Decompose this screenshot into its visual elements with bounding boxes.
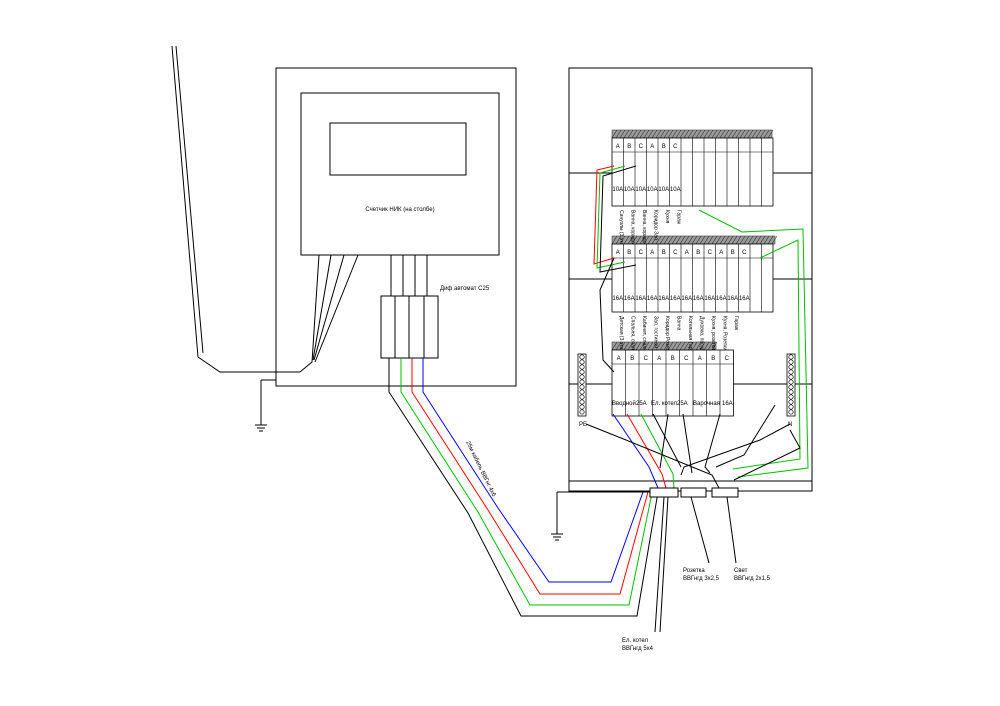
phase-label: C [639,250,644,256]
circuit-label: Зал, гостиная [652,316,658,348]
output-light-line1: Свет [734,568,748,574]
breaker-rating: 10A [658,187,669,193]
phase-label: B [662,144,666,150]
phase-label: A [617,356,621,362]
phase-label: A [616,144,620,150]
phase-label: C [742,250,747,256]
group-label-boiler: Ел. котел [651,401,678,407]
feed-cable-label: 25м кабель ВВГнг 4х6 [464,440,496,498]
output-boiler-line2: ВВГнгд 5х4 [622,646,654,652]
meter-label: Счетчик НИК (на столбе) [365,207,434,213]
output-socket-line1: Розетка [683,568,705,574]
breaker-label: Диф автомат С25 [440,286,490,292]
circuit-label: Ванна [675,316,681,331]
phase-label: A [650,144,654,150]
breaker-rating: 10A [624,187,635,193]
circuit-label: Гараж [675,210,681,225]
diff-breaker-c25 [380,255,439,359]
n-label: N [788,422,792,428]
phase-label: C [673,144,678,150]
panel-ground [551,491,650,541]
feed-cable [388,358,659,617]
breaker-rating: 16A [670,296,681,302]
phase-label: C [684,356,689,362]
phase-label: B [731,250,735,256]
phase-label: B [671,356,675,362]
breaker-rating: 16A [727,296,738,302]
circuit-label: Коридор Зал [652,210,658,240]
breaker-rating: 16A [635,296,646,302]
breaker-rating: 16A [704,296,715,302]
breaker-rating: 16A [612,296,623,302]
group-rating-input: 25A [636,401,647,407]
group-label-cooktop: Варочная [693,401,720,407]
breaker-rating: 16A [693,296,704,302]
output-socket-line2: ВВГнгд 3х2,5 [683,576,720,582]
circuit-label: Детская (3 этаж) [618,316,624,355]
pe-label: PE [579,422,587,428]
cable-glands [649,487,739,498]
phase-label: C [708,250,713,256]
circuit-label: Кухня, розетки [710,316,716,350]
phase-label: B [630,356,634,362]
phase-label: B [711,356,715,362]
circuit-label: Кабинет, спальня [641,316,647,357]
phase-label: A [650,250,654,256]
phase-label: B [627,144,631,150]
breaker-rating: 16A [739,296,750,302]
phase-label: B [662,250,666,256]
din-rail [611,235,778,245]
breaker-rating: 16A [716,296,727,302]
breaker-rating: 10A [612,187,623,193]
phase-label: A [685,250,689,256]
output-boiler-line1: Ел. котел [622,638,649,644]
output-cables [654,496,737,633]
n-busbar [786,353,796,417]
circuit-label: Коридор Розетки [664,316,670,355]
phase-label: A [616,250,620,256]
breaker-rating: 16A [624,296,635,302]
breaker-rating: 16A [658,296,669,302]
pe-busbar [577,353,587,417]
group-rating-cooktop: 16A [722,401,733,407]
circuit-label: Санузлы (3 этаж) [618,210,624,250]
breaker-rating: 10A [635,187,646,193]
phase-label: B [696,250,700,256]
phase-label: A [698,356,702,362]
phase-label: A [719,250,723,256]
circuit-label: Котельная Гар. [687,316,693,351]
phase-label: A [657,356,661,362]
meter-enclosure [255,67,517,432]
breaker-rating: 16A [681,296,692,302]
breaker-rating: 10A [670,187,681,193]
phase-label: B [627,250,631,256]
din-rails [611,129,778,351]
phase-label: C [725,356,730,362]
din-rail [611,129,774,139]
incoming-line [171,45,300,373]
phase-label: C [673,250,678,256]
group-rating-boiler: 25A [677,401,688,407]
phase-label: C [644,356,649,362]
phase-label: C [639,144,644,150]
internal-wiring [585,165,809,489]
circuit-label: Кухня [664,210,670,224]
breaker-rating: 10A [647,187,658,193]
output-light-line2: ВВГнгд 2х1,5 [734,576,771,582]
breaker-rating: 16A [647,296,658,302]
group-label-input: Вводной [612,400,636,407]
circuit-label: Ванна, коридор (3 этаж) [629,210,635,266]
circuit-label: Спальня, спальня (3 этаж) [629,316,635,378]
circuit-label: Гараж [733,316,739,331]
breaker-row-frame [611,349,734,417]
circuit-label: Ванна, коридор [641,210,647,246]
circuit-label: Духовка, посудомойка [698,316,705,368]
